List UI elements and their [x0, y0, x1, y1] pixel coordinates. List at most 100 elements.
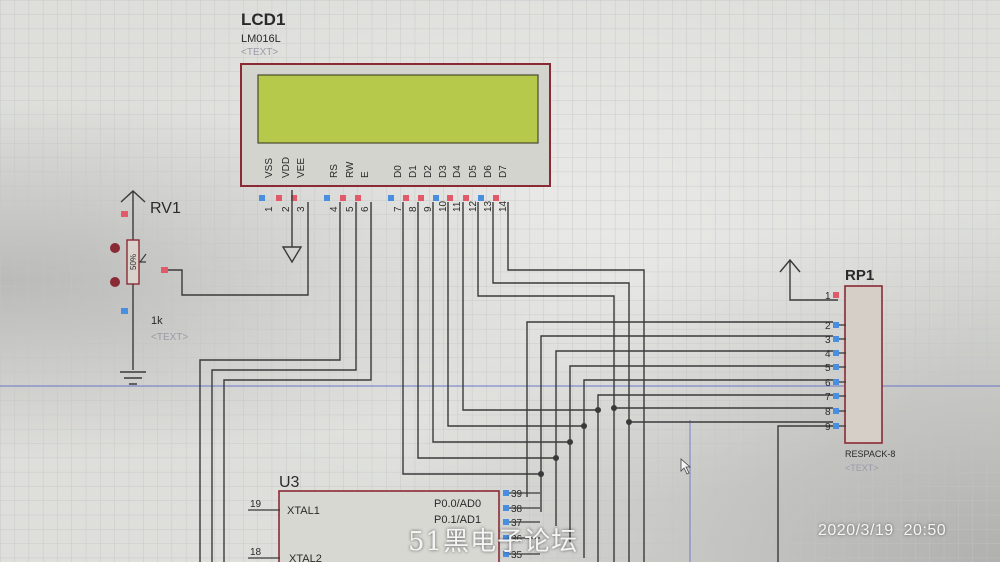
lcd-pin-number-4: 4	[329, 206, 340, 212]
vee-ground-arrow-icon	[281, 190, 303, 264]
rp1-pin-number-3: 3	[825, 335, 831, 346]
rp1-pin-number-7: 7	[825, 392, 831, 403]
lcd-pin-name-vee: VEE	[296, 158, 307, 178]
u3-body	[278, 490, 500, 562]
rv1-body-text: 50%	[129, 254, 138, 270]
lcd1-component[interactable]: LCD1 LM016L <TEXT> VSS1VDD2VEE3RS4RW5E6D…	[240, 10, 551, 212]
rp1-power-arrow-icon	[779, 258, 838, 301]
lcd-pin-marker-1	[259, 195, 265, 201]
u3-pin-18-number: 18	[250, 547, 262, 558]
lcd-pin-number-14: 14	[498, 200, 509, 212]
ground-symbol-icon	[120, 371, 146, 385]
rp1-body	[844, 285, 883, 444]
lcd-pin-number-10: 10	[438, 200, 449, 212]
u3-ref-label: U3	[279, 474, 300, 491]
lcd-pin-name-d2: D2	[423, 165, 434, 178]
rv1-text-placeholder: <TEXT>	[151, 332, 188, 343]
lcd-pin-marker-2	[276, 195, 282, 201]
wire-junction-4	[581, 423, 587, 429]
rp1-pin-marker-8	[833, 408, 839, 414]
wire-junction-5	[595, 407, 601, 413]
rv1-power-arrow-icon	[120, 190, 146, 222]
lcd-pin-marker-10	[433, 195, 439, 201]
lcd-pin-name-d7: D7	[498, 165, 509, 178]
wire-2	[199, 202, 341, 562]
lcd-pin-marker-11	[447, 195, 453, 201]
rp1-pin-marker-7	[833, 393, 839, 399]
wire-4	[223, 202, 372, 562]
lcd-pin-marker-12	[463, 195, 469, 201]
lcd1-screen	[257, 74, 539, 144]
lcd-pin-number-1: 1	[264, 206, 275, 212]
mouse-cursor-icon	[680, 458, 692, 475]
rv1-wiper-arrow	[138, 253, 147, 263]
lcd-pin-name-d0: D0	[393, 165, 404, 178]
wire-junction-7	[626, 419, 632, 425]
wire-junction-1	[538, 471, 544, 477]
lcd-pin-marker-14	[493, 195, 499, 201]
wire-junction-6	[611, 405, 617, 411]
lcd-pin-number-11: 11	[452, 201, 463, 212]
lcd-pin-name-rw: RW	[345, 161, 356, 178]
rp1-pin-marker-6	[833, 379, 839, 385]
rp1-pin-number-9: 9	[825, 422, 831, 433]
u3-pin-marker-36	[503, 535, 509, 541]
u3-pin-19-number: 19	[250, 499, 262, 510]
rv1-component[interactable]: RV1 50% 1k <TEXT>	[110, 190, 188, 385]
wire-12	[507, 202, 645, 562]
lcd-pin-number-8: 8	[408, 206, 419, 212]
lcd-pin-marker-8	[403, 195, 409, 201]
rp1-pin-marker-4	[833, 350, 839, 356]
lcd-pin-name-rs: RS	[329, 164, 340, 178]
lcd-pin-number-2: 2	[281, 206, 292, 212]
lcd-pin-number-13: 13	[483, 200, 494, 212]
rv1-ref-label: RV1	[150, 200, 181, 217]
lcd-pin-number-5: 5	[345, 206, 356, 212]
wire-3	[211, 202, 357, 562]
u3-pin-marker-38	[503, 505, 509, 511]
rp1-ref-label: RP1	[845, 267, 874, 284]
u3-pin-marker-35	[503, 551, 509, 557]
rv1-terminal-top	[110, 243, 120, 253]
lcd-pin-number-3: 3	[296, 206, 307, 212]
rp1-text-placeholder: <TEXT>	[845, 463, 879, 473]
rp1-pin-number-5: 5	[825, 363, 831, 374]
lcd-pin-name-d5: D5	[468, 165, 479, 178]
u3-pin-p00-label: P0.0/AD0	[434, 498, 481, 510]
lcd-pin-marker-4	[324, 195, 330, 201]
u3-pin-xtal2-label: XTAL2	[289, 553, 322, 562]
lcd-pin-marker-6	[355, 195, 361, 201]
u3-pin-xtal1-label: XTAL1	[287, 505, 320, 517]
wire-10	[477, 202, 615, 562]
lcd-pin-number-7: 7	[393, 206, 404, 212]
lcd-pin-number-6: 6	[360, 206, 371, 212]
rv1-value-label: 1k	[151, 315, 163, 327]
u3-component[interactable]: U3 19 XTAL1 18 XTAL2 P0.0/AD0 P0.1/AD1 3…	[248, 474, 540, 562]
rp1-pin-marker-3	[833, 336, 839, 342]
lcd-pin-number-9: 9	[423, 206, 434, 212]
lcd-pin-name-vss: VSS	[264, 158, 275, 178]
rp1-pin-number-1: 1	[825, 291, 831, 302]
u3-pin-p01-label: P0.1/AD1	[434, 514, 481, 526]
rp1-pin-marker-5	[833, 364, 839, 370]
rp1-model-label: RESPACK-8	[845, 449, 895, 459]
watermark-text: 51黑电子论坛	[408, 527, 579, 557]
lcd-pin-name-d1: D1	[408, 165, 419, 178]
rp1-pin-number-6: 6	[825, 378, 831, 389]
lcd-pin-name-d4: D4	[452, 165, 463, 178]
u3-pin-marker-39	[503, 490, 509, 496]
rp1-pin-number-2: 2	[825, 321, 831, 332]
lcd1-text-placeholder: <TEXT>	[241, 47, 278, 58]
lcd-pin-name-vdd: VDD	[281, 157, 292, 178]
lcd-pin-marker-3	[291, 195, 297, 201]
rp1-pin-number-4: 4	[825, 349, 831, 360]
lcd-pin-name-d3: D3	[438, 165, 449, 178]
u3-pin-number-38: 38	[511, 504, 523, 515]
lcd-pin-marker-5	[340, 195, 346, 201]
wire-1	[168, 202, 309, 296]
u3-pin-number-39: 39	[511, 489, 523, 500]
photo-date: 2020/3/19	[818, 522, 894, 539]
photo-time: 20:50	[903, 522, 947, 539]
